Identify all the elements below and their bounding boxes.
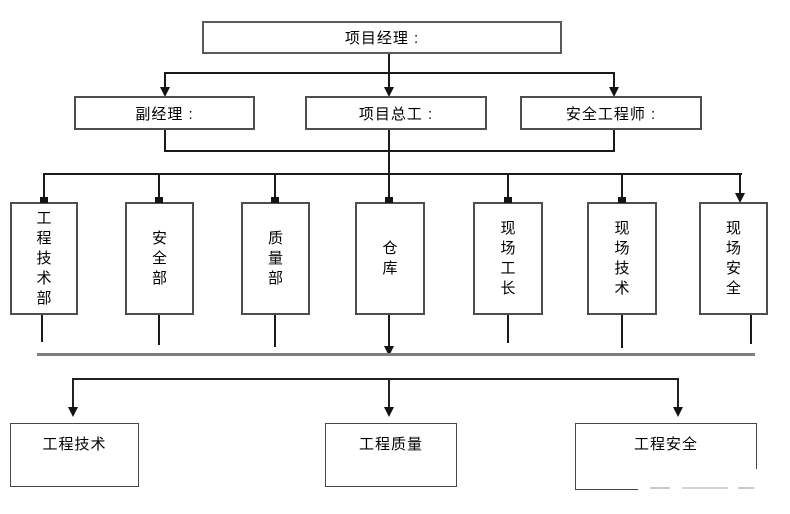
arrow-down-icon — [384, 407, 394, 417]
connector-l1-center-drop — [388, 53, 390, 88]
node-label: 现场技术 — [614, 219, 630, 297]
watermark-fragment — [682, 487, 728, 489]
node-label: 项目总工 : — [358, 105, 434, 123]
stub-below-box-2 — [158, 315, 160, 345]
connector-l3-drop-5 — [507, 173, 509, 198]
connector-endpoint — [504, 197, 512, 203]
connector-l3-drop-1 — [43, 173, 45, 198]
connector-l4-left-drop — [72, 378, 74, 408]
node-site-foreman: 现场工长 — [473, 202, 543, 315]
node-project-chief-engineer: 项目总工 : — [305, 96, 487, 130]
node-safety-dept: 安全部 — [125, 202, 194, 315]
node-label: 现场工长 — [500, 219, 516, 297]
node-engineering-tech-dept: 工程技术部 — [10, 202, 78, 315]
connector-l4-distributor — [72, 378, 679, 380]
node-label: 副经理 : — [135, 105, 194, 123]
connector-endpoint — [385, 197, 393, 203]
connector-endpoint — [155, 197, 163, 203]
connector-l2-center-drop — [388, 130, 390, 202]
connector-l3-distributor — [43, 173, 742, 175]
node-safety-engineer: 安全工程师 : — [520, 96, 702, 130]
node-site-safety: 现场安全 — [699, 202, 768, 315]
watermark-fragment — [650, 487, 670, 489]
arrow-down-icon — [609, 87, 619, 97]
stub-below-box-7 — [750, 315, 752, 344]
node-label: 安全部 — [151, 229, 167, 287]
connector-deputy-stub — [164, 130, 166, 152]
connector-l4-center-drop — [388, 378, 390, 408]
arrow-down-icon — [68, 407, 78, 417]
connector-endpoint — [40, 197, 48, 203]
arrow-down-icon — [160, 87, 170, 97]
node-quality-dept: 质量部 — [241, 202, 310, 315]
node-engineering-technology: 工程技术 — [10, 423, 139, 487]
connector-l3-drop-7 — [739, 173, 741, 195]
stub-below-box-3 — [274, 315, 276, 347]
connector-l1-distributor — [164, 72, 615, 74]
arrow-down-icon — [384, 346, 394, 356]
connector-safetyeng-stub — [613, 130, 615, 152]
connector-endpoint — [618, 197, 626, 203]
arrow-down-icon — [673, 407, 683, 417]
connector-l4-right-drop — [677, 378, 679, 408]
connector-l3-drop-3 — [274, 173, 276, 198]
connector-l2-right-drop — [613, 72, 615, 88]
node-warehouse: 仓库 — [355, 202, 425, 315]
connector-endpoint — [271, 197, 279, 203]
arrow-down-icon — [735, 193, 745, 203]
node-deputy-manager: 副经理 : — [74, 96, 255, 130]
watermark-fragment — [738, 487, 754, 489]
node-label: 项目经理 : — [344, 30, 420, 47]
node-project-manager: 项目经理 : — [202, 21, 562, 54]
connector-warehouse-drop — [388, 315, 390, 348]
node-label: 安全工程师 : — [565, 105, 657, 123]
connector-l3-drop-2 — [158, 173, 160, 198]
node-label: 质量部 — [267, 229, 283, 287]
arrow-down-icon — [384, 87, 394, 97]
connector-l3-drop-6 — [621, 173, 623, 198]
stub-below-box-5 — [507, 315, 509, 343]
node-label: 工程技术部 — [36, 209, 52, 307]
node-site-technology: 现场技术 — [587, 202, 657, 315]
node-label: 仓库 — [382, 239, 398, 277]
node-label: 工程质量 — [358, 436, 423, 453]
node-label: 现场安全 — [725, 219, 741, 297]
connector-l2-left-drop — [164, 72, 166, 88]
node-label: 工程安全 — [633, 436, 698, 453]
stub-below-box-1 — [41, 315, 43, 342]
node-engineering-quality: 工程质量 — [325, 423, 457, 487]
stub-below-box-6 — [621, 315, 623, 348]
watermark-smudge — [638, 469, 770, 493]
gray-divider-line — [37, 353, 755, 356]
node-label: 工程技术 — [42, 436, 107, 453]
